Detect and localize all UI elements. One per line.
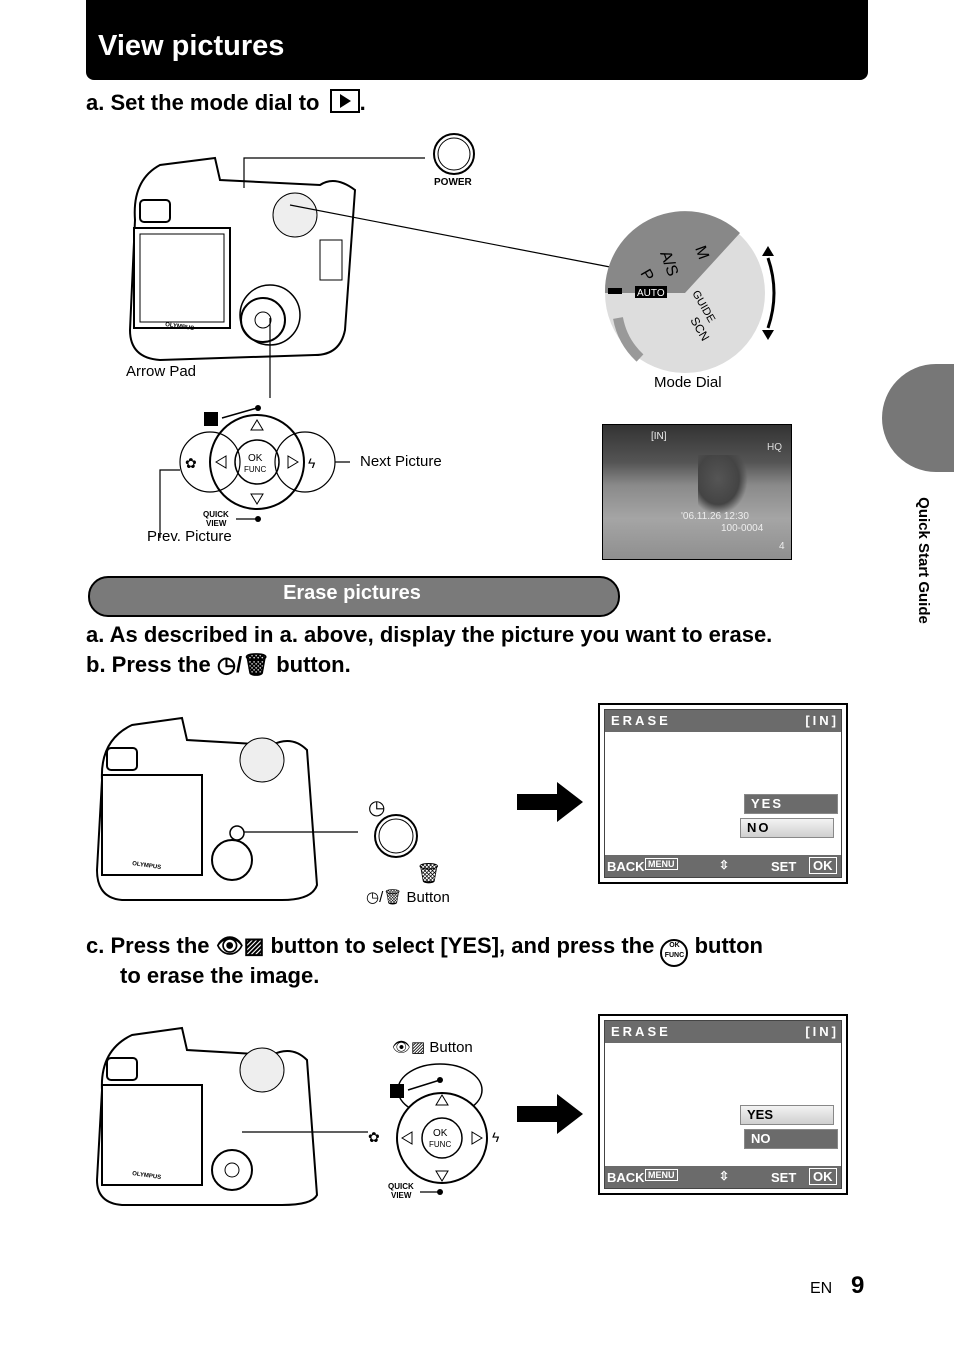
svg-text:◷: ◷ — [368, 797, 385, 819]
updown-icon: ⇳ — [719, 858, 730, 872]
arrow-pad-callout-line — [269, 318, 271, 398]
erase-step-b-suffix: button. — [276, 652, 351, 677]
lcd-memory: [IN] — [805, 713, 839, 728]
erase-step-c-prefix: c. Press the — [86, 933, 210, 958]
arrow-right-icon-2 — [517, 1094, 583, 1134]
svg-text:VIEW: VIEW — [206, 519, 227, 528]
mode-dial-label: Mode Dial — [654, 374, 722, 391]
page-number: 9 — [851, 1272, 865, 1299]
lcd-footer-2: BACK MENU ⇳ SET OK — [605, 1166, 841, 1188]
photo-file-number: 100-0004 — [721, 523, 764, 534]
svg-text:OLYMPUS: OLYMPUS — [165, 322, 195, 332]
selftimer-erase-button-caption: ◷/🗑 Button — [366, 888, 450, 906]
lcd-ok-2: OK — [809, 1168, 837, 1185]
title-bar — [86, 0, 868, 80]
svg-text:ϟ: ϟ — [492, 1129, 500, 1145]
arrow-right-icon — [517, 782, 583, 822]
photo-datetime: '06.11.26 12:30 — [681, 511, 749, 522]
erase-step-b-prefix: b. Press the — [86, 652, 211, 677]
lcd-option-no[interactable]: NO — [740, 818, 834, 838]
lcd-footer: BACK MENU ⇳ SET OK — [605, 855, 841, 877]
camera-back-illustration-2: OLYMPUS — [95, 716, 358, 901]
camera-back-illustration-3: OLYMPUS — [95, 1026, 368, 1206]
lcd-ok: OK — [809, 857, 837, 874]
arrow-pad-illustration: OK FUNC ✿ ϟ QUICK VIEW — [159, 405, 350, 538]
lcd-header: ERASE [IN] — [605, 710, 841, 732]
side-tab-text: Quick Start Guide — [914, 497, 932, 624]
svg-text:QUICK: QUICK — [203, 510, 229, 519]
lcd-back: BACK — [607, 859, 645, 874]
erase-step-c-middle: button to select [YES], and press the — [270, 933, 655, 958]
closeup-exposure-icon: 👁▨ — [215, 933, 265, 958]
lcd-screen-erase-2: ERASE [IN] YES NO BACK MENU ⇳ SET OK — [598, 1014, 848, 1195]
lcd-back-2: BACK — [607, 1170, 645, 1185]
lcd-option-yes-2[interactable]: YES — [740, 1105, 834, 1125]
power-button-callout — [243, 133, 475, 188]
photo-frame-count: 4 — [779, 541, 785, 552]
playback-photo: [IN] HQ '06.11.26 12:30 100-0004 4 — [602, 424, 792, 560]
svg-text:OLYMPUS: OLYMPUS — [132, 1171, 162, 1181]
lcd-header-2: ERASE [IN] — [605, 1021, 841, 1043]
selftimer-erase-button-illustration: ◷ 🗑 — [368, 797, 441, 885]
svg-text:M: M — [691, 244, 712, 262]
erase-step-c-suffix: button — [694, 933, 763, 958]
photo-quality: HQ — [767, 442, 782, 453]
lcd-title: ERASE — [611, 713, 671, 728]
selftimer-erase-button-label: Button — [406, 889, 450, 906]
playback-icon — [329, 89, 360, 113]
svg-text:FUNC: FUNC — [429, 1140, 451, 1149]
step-a-text: a. Set the mode dial to — [86, 90, 320, 115]
page-title: View pictures — [98, 30, 285, 62]
camera-back-illustration: OLYMPUS — [128, 156, 357, 362]
closeup-exposure-button-label: Button — [429, 1039, 473, 1056]
closeup-exposure-button-caption: 👁▨ Button — [392, 1038, 473, 1056]
svg-text:✿: ✿ — [185, 455, 197, 471]
mode-dial-callout-line — [289, 204, 611, 268]
prev-picture-label: Prev. Picture — [147, 528, 232, 545]
next-picture-label: Next Picture — [360, 453, 442, 470]
erase-heading: Erase pictures — [283, 582, 421, 604]
lcd-menu: MENU — [645, 858, 678, 870]
lcd-memory-2: [IN] — [805, 1024, 839, 1039]
svg-text:ϟ: ϟ — [308, 455, 316, 471]
svg-text:VIEW: VIEW — [391, 1191, 412, 1200]
svg-text:OK: OK — [248, 453, 263, 464]
svg-text:✿: ✿ — [368, 1129, 380, 1145]
arrow-pad-illustration-3: OK FUNC ✿ ϟ QUICK VIEW — [368, 1063, 500, 1200]
selftimer-erase-icon: ◷/🗑 — [216, 652, 271, 677]
language-code: EN — [810, 1280, 833, 1297]
erase-step-b: b. Press the ◷/🗑 button. — [86, 652, 351, 678]
svg-text:OLYMPUS: OLYMPUS — [132, 861, 162, 871]
svg-text:AUTO: AUTO — [637, 288, 665, 299]
lcd-set-2: SET — [771, 1170, 797, 1185]
mode-dial-illustration: P A/S M AUTO GUIDE SCN — [604, 211, 776, 373]
lcd-title-2: ERASE — [611, 1024, 671, 1039]
step-a-mode-dial: a. Set the mode dial to . — [86, 89, 366, 115]
lcd-menu-2: MENU — [645, 1169, 678, 1181]
svg-text:🗑: 🗑 — [416, 862, 441, 885]
svg-text:FUNC: FUNC — [244, 465, 266, 474]
erase-step-c: c. Press the 👁▨ button to select [YES], … — [86, 933, 763, 967]
selftimer-erase-small-icon: ◷/🗑 — [366, 889, 407, 906]
lcd-screen-erase-1: ERASE [IN] YES NO BACK MENU ⇳ SET OK — [598, 703, 848, 884]
updown-icon-2: ⇳ — [719, 1169, 730, 1183]
erase-step-a: a. As described in a. above, display the… — [86, 622, 773, 647]
side-tab — [882, 364, 954, 472]
erase-heading-bar — [88, 576, 620, 617]
lcd-set: SET — [771, 859, 797, 874]
erase-step-c-line2: to erase the image. — [120, 963, 320, 988]
power-label: POWER — [434, 177, 472, 188]
lcd-option-no-2[interactable]: NO — [744, 1129, 838, 1149]
photo-subject — [698, 455, 748, 515]
photo-memory: [IN] — [651, 431, 667, 442]
svg-text:QUICK: QUICK — [388, 1182, 414, 1191]
closeup-exposure-small-icon: 👁▨ — [392, 1039, 430, 1056]
lcd-option-yes[interactable]: YES — [744, 794, 838, 814]
arrow-pad-label: Arrow Pad — [126, 363, 197, 380]
svg-text:OK: OK — [433, 1128, 448, 1139]
